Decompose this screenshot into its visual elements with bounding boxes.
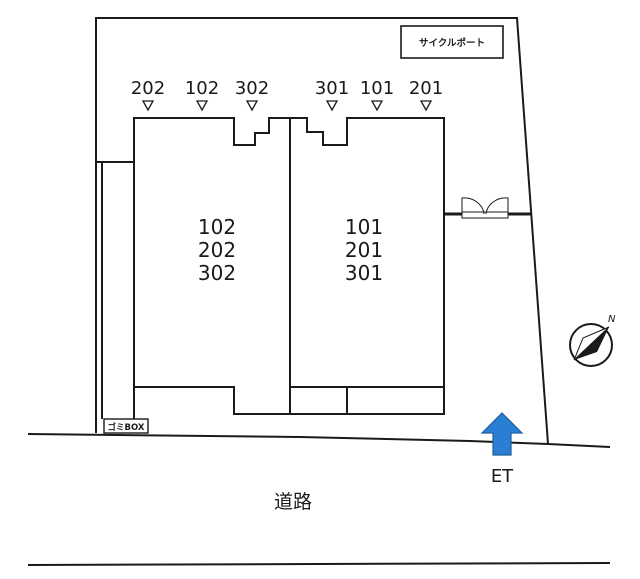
property-boundary <box>95 17 549 445</box>
building-east <box>289 117 445 415</box>
unit-marker-triangle-icon <box>419 100 433 112</box>
rooms-east: 101 201 301 <box>345 215 383 285</box>
unit-marker-label: 101 <box>360 78 394 99</box>
room-number: 201 <box>345 238 383 262</box>
unit-marker-label: 301 <box>315 78 349 99</box>
entrance-label: ET <box>491 466 514 487</box>
unit-marker-label: 102 <box>185 78 219 99</box>
gate-icon <box>444 197 532 219</box>
unit-marker-triangle-icon <box>245 100 259 112</box>
road-edge-north <box>27 433 611 448</box>
unit-marker-triangle-icon <box>370 100 384 112</box>
svg-text:N: N <box>608 314 616 325</box>
cycle-port-box <box>400 25 504 59</box>
entrance-arrow-icon <box>480 412 524 456</box>
road-edge-south <box>27 562 611 566</box>
north-arrow-icon: N <box>569 314 616 367</box>
garbage-box <box>103 418 149 434</box>
unit-markers-east: 301 101 201 <box>315 78 443 112</box>
room-number: 202 <box>198 238 236 262</box>
cycle-port-label: サイクルポート <box>419 37 485 49</box>
unit-markers-west: 202 102 302 <box>131 78 269 112</box>
unit-marker-triangle-icon <box>141 100 155 112</box>
unit-marker-triangle-icon <box>195 100 209 112</box>
room-number: 301 <box>345 261 383 285</box>
unit-marker-label: 201 <box>409 78 443 99</box>
building-west <box>133 117 291 415</box>
unit-marker-triangle-icon <box>325 100 339 112</box>
unit-marker-label: 302 <box>235 78 269 99</box>
room-number: 101 <box>345 215 383 239</box>
room-number: 102 <box>198 215 236 239</box>
garbage-box-label: ゴミBOX <box>108 422 145 433</box>
room-number: 302 <box>198 261 236 285</box>
road-label: 道路 <box>274 491 312 513</box>
rooms-west: 102 202 302 <box>198 215 236 285</box>
unit-marker-label: 202 <box>131 78 165 99</box>
